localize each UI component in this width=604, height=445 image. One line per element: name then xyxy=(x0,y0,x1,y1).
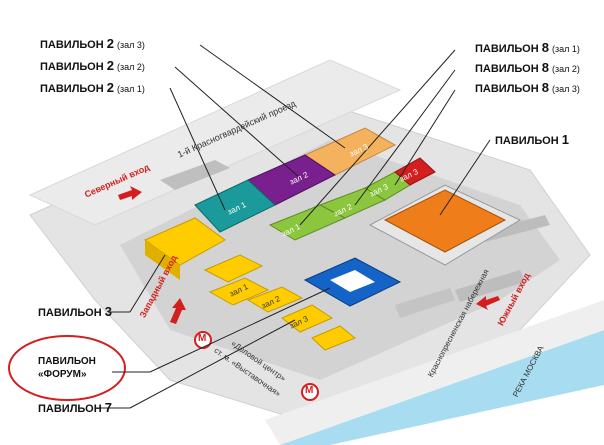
label-pavilion-8-hall-3: ПАВИЛЬОН 8 (зал 3) xyxy=(475,80,580,95)
pavilion-7-block[interactable] xyxy=(208,277,270,306)
metro-letter: М xyxy=(305,385,314,396)
label-pavilion-3: ПАВИЛЬОН 3 xyxy=(38,304,112,319)
pavilion-7-block[interactable] xyxy=(246,286,304,313)
label-pavilion-2-hall-3: ПАВИЛЬОН 2 (зал 3) xyxy=(40,36,145,51)
grey-building xyxy=(480,215,550,242)
pavilion-2-hall-1[interactable] xyxy=(194,179,276,233)
pavilion-forum-roof xyxy=(330,270,375,292)
grey-building xyxy=(455,270,525,302)
embankment xyxy=(265,300,604,445)
road-krasnogvardeysky xyxy=(28,59,402,226)
grey-building xyxy=(395,288,455,318)
label-pavilion-1: ПАВИЛЬОН 1 xyxy=(495,132,569,147)
pavilion-7-block[interactable] xyxy=(311,325,356,351)
label-pavilion-8-hall-2: ПАВИЛЬОН 8 (зал 2) xyxy=(475,60,580,75)
label-pavilion-forum: ПАВИЛЬОН «ФОРУМ» xyxy=(38,356,96,380)
north-entrance-arrow xyxy=(118,186,142,200)
west-entrance-arrow xyxy=(170,298,186,324)
pavilion-1[interactable] xyxy=(383,189,507,253)
pavilion-8-red-hall[interactable] xyxy=(394,157,436,186)
label-pavilion-2-hall-1: ПАВИЛЬОН 2 (зал 1) xyxy=(40,80,145,95)
forum-highlight-circle xyxy=(8,335,126,401)
metro-letter: М xyxy=(198,333,207,344)
grey-building xyxy=(160,160,230,190)
leader-lines xyxy=(100,44,491,409)
pavilion-7-block[interactable] xyxy=(203,254,264,283)
metro-icon xyxy=(301,383,319,401)
label-pavilion-2-hall-2: ПАВИЛЬОН 2 (зал 2) xyxy=(40,58,145,73)
pavilion-7-block[interactable] xyxy=(281,304,334,333)
metro-icon xyxy=(194,331,212,349)
south-entrance-arrow xyxy=(476,296,500,310)
label-pavilion-7: ПАВИЛЬОН 7 xyxy=(38,400,112,415)
label-pavilion-8-hall-1: ПАВИЛЬОН 8 (зал 1) xyxy=(475,40,580,55)
pavilion-3[interactable] xyxy=(143,217,226,266)
